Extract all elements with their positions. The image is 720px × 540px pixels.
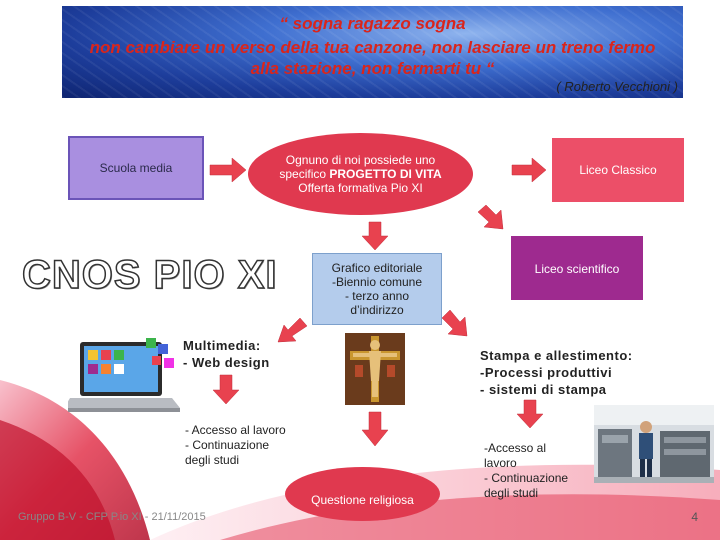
node-liceo-classico: Liceo Classico (552, 138, 684, 202)
ognuno-line-2: specifico PROGETTO DI VITA (279, 167, 441, 181)
arrow-to-multimedia (277, 317, 308, 343)
node-liceo-classico-label: Liceo Classico (579, 163, 657, 177)
arrow-to-liceo-scientifico (477, 204, 504, 230)
multimedia-line-2: - Web design (183, 355, 270, 370)
stampa-line-1: Stampa e allestimento: (480, 348, 633, 363)
node-questione-religiosa: Questione religiosa (285, 467, 440, 521)
node-progetto-di-vita: Ognuno di noi possiede uno specifico PRO… (248, 133, 473, 215)
accesso-right-line-4: degli studi (484, 486, 539, 500)
arrow-down-to-accesso-left (212, 374, 240, 405)
arrow-down-to-religiosa (361, 411, 389, 447)
quote-line-1: “ sogna ragazzo sogna (279, 14, 466, 33)
arrow-to-stampa (441, 309, 468, 337)
footer-text: Gruppo B-V - CFP P.io XI - 21/11/2015 (18, 511, 206, 523)
arrow-ognuno-to-liceo-classico (511, 157, 547, 183)
arrow-scuola-to-ognuno (209, 157, 247, 183)
node-religiosa-label: Questione religiosa (311, 493, 414, 507)
accesso-left-line-2: - Continuazione (185, 438, 270, 452)
node-accesso-left: - Accesso al lavoro - Continuazione degl… (185, 423, 286, 468)
ognuno-line-1: Ognuno di noi possiede uno (285, 153, 436, 167)
accesso-right-line-2: lavoro (484, 456, 517, 470)
printing-press-photo (594, 405, 714, 483)
crucifix-icon (345, 333, 405, 405)
node-scuola-media-label: Scuola media (99, 161, 173, 175)
accesso-right-line-3: - Continuazione (484, 471, 569, 485)
node-liceo-scientifico-label: Liceo scientifico (534, 262, 620, 276)
stampa-line-3: - sistemi di stampa (480, 382, 607, 397)
grafico-line-4: d’indirizzo (350, 303, 404, 317)
ognuno-line-3: Offerta formativa Pio XI (298, 181, 423, 195)
quote-author: ( Roberto Vecchioni ) (556, 79, 678, 94)
node-scuola-media: Scuola media (68, 136, 204, 200)
slide-number: 4 (691, 510, 698, 524)
grafico-line-2: -Biennio comune (331, 275, 423, 289)
arrow-down-to-accesso-right (516, 399, 544, 429)
multimedia-line-1: Multimedia: (183, 338, 261, 353)
quote-line-2: non cambiare un verso della tua canzone,… (89, 38, 656, 57)
node-liceo-scientifico: Liceo scientifico (511, 236, 643, 300)
arrow-down-to-grafico (361, 221, 389, 251)
laptop-apps-icon (68, 338, 180, 412)
accesso-left-line-3: degli studi (185, 453, 240, 467)
ognuno-line-2-bold: PROGETTO DI VITA (329, 167, 442, 181)
quote-banner (62, 6, 683, 98)
stampa-line-2: -Processi produttivi (480, 365, 613, 380)
accesso-left-line-1: - Accesso al lavoro (185, 423, 286, 437)
cnos-pio-xi-title: CNOS PIO XI (21, 252, 278, 298)
node-stampa-allestimento: Stampa e allestimento: -Processi produtt… (480, 347, 633, 398)
ognuno-line-2-prefix: specifico (279, 167, 330, 181)
node-multimedia: Multimedia: - Web design (183, 337, 270, 371)
quote-line-3: alla stazione, non fermarti tu “ (250, 59, 495, 78)
accesso-right-line-1: -Accesso al (484, 441, 547, 455)
grafico-line-1: Grafico editoriale (331, 261, 423, 275)
node-accesso-right: -Accesso al lavoro - Continuazione degli… (484, 441, 568, 501)
node-grafico-editoriale: Grafico editoriale -Biennio comune - ter… (312, 253, 442, 325)
grafico-line-3: - terzo anno (344, 289, 410, 303)
